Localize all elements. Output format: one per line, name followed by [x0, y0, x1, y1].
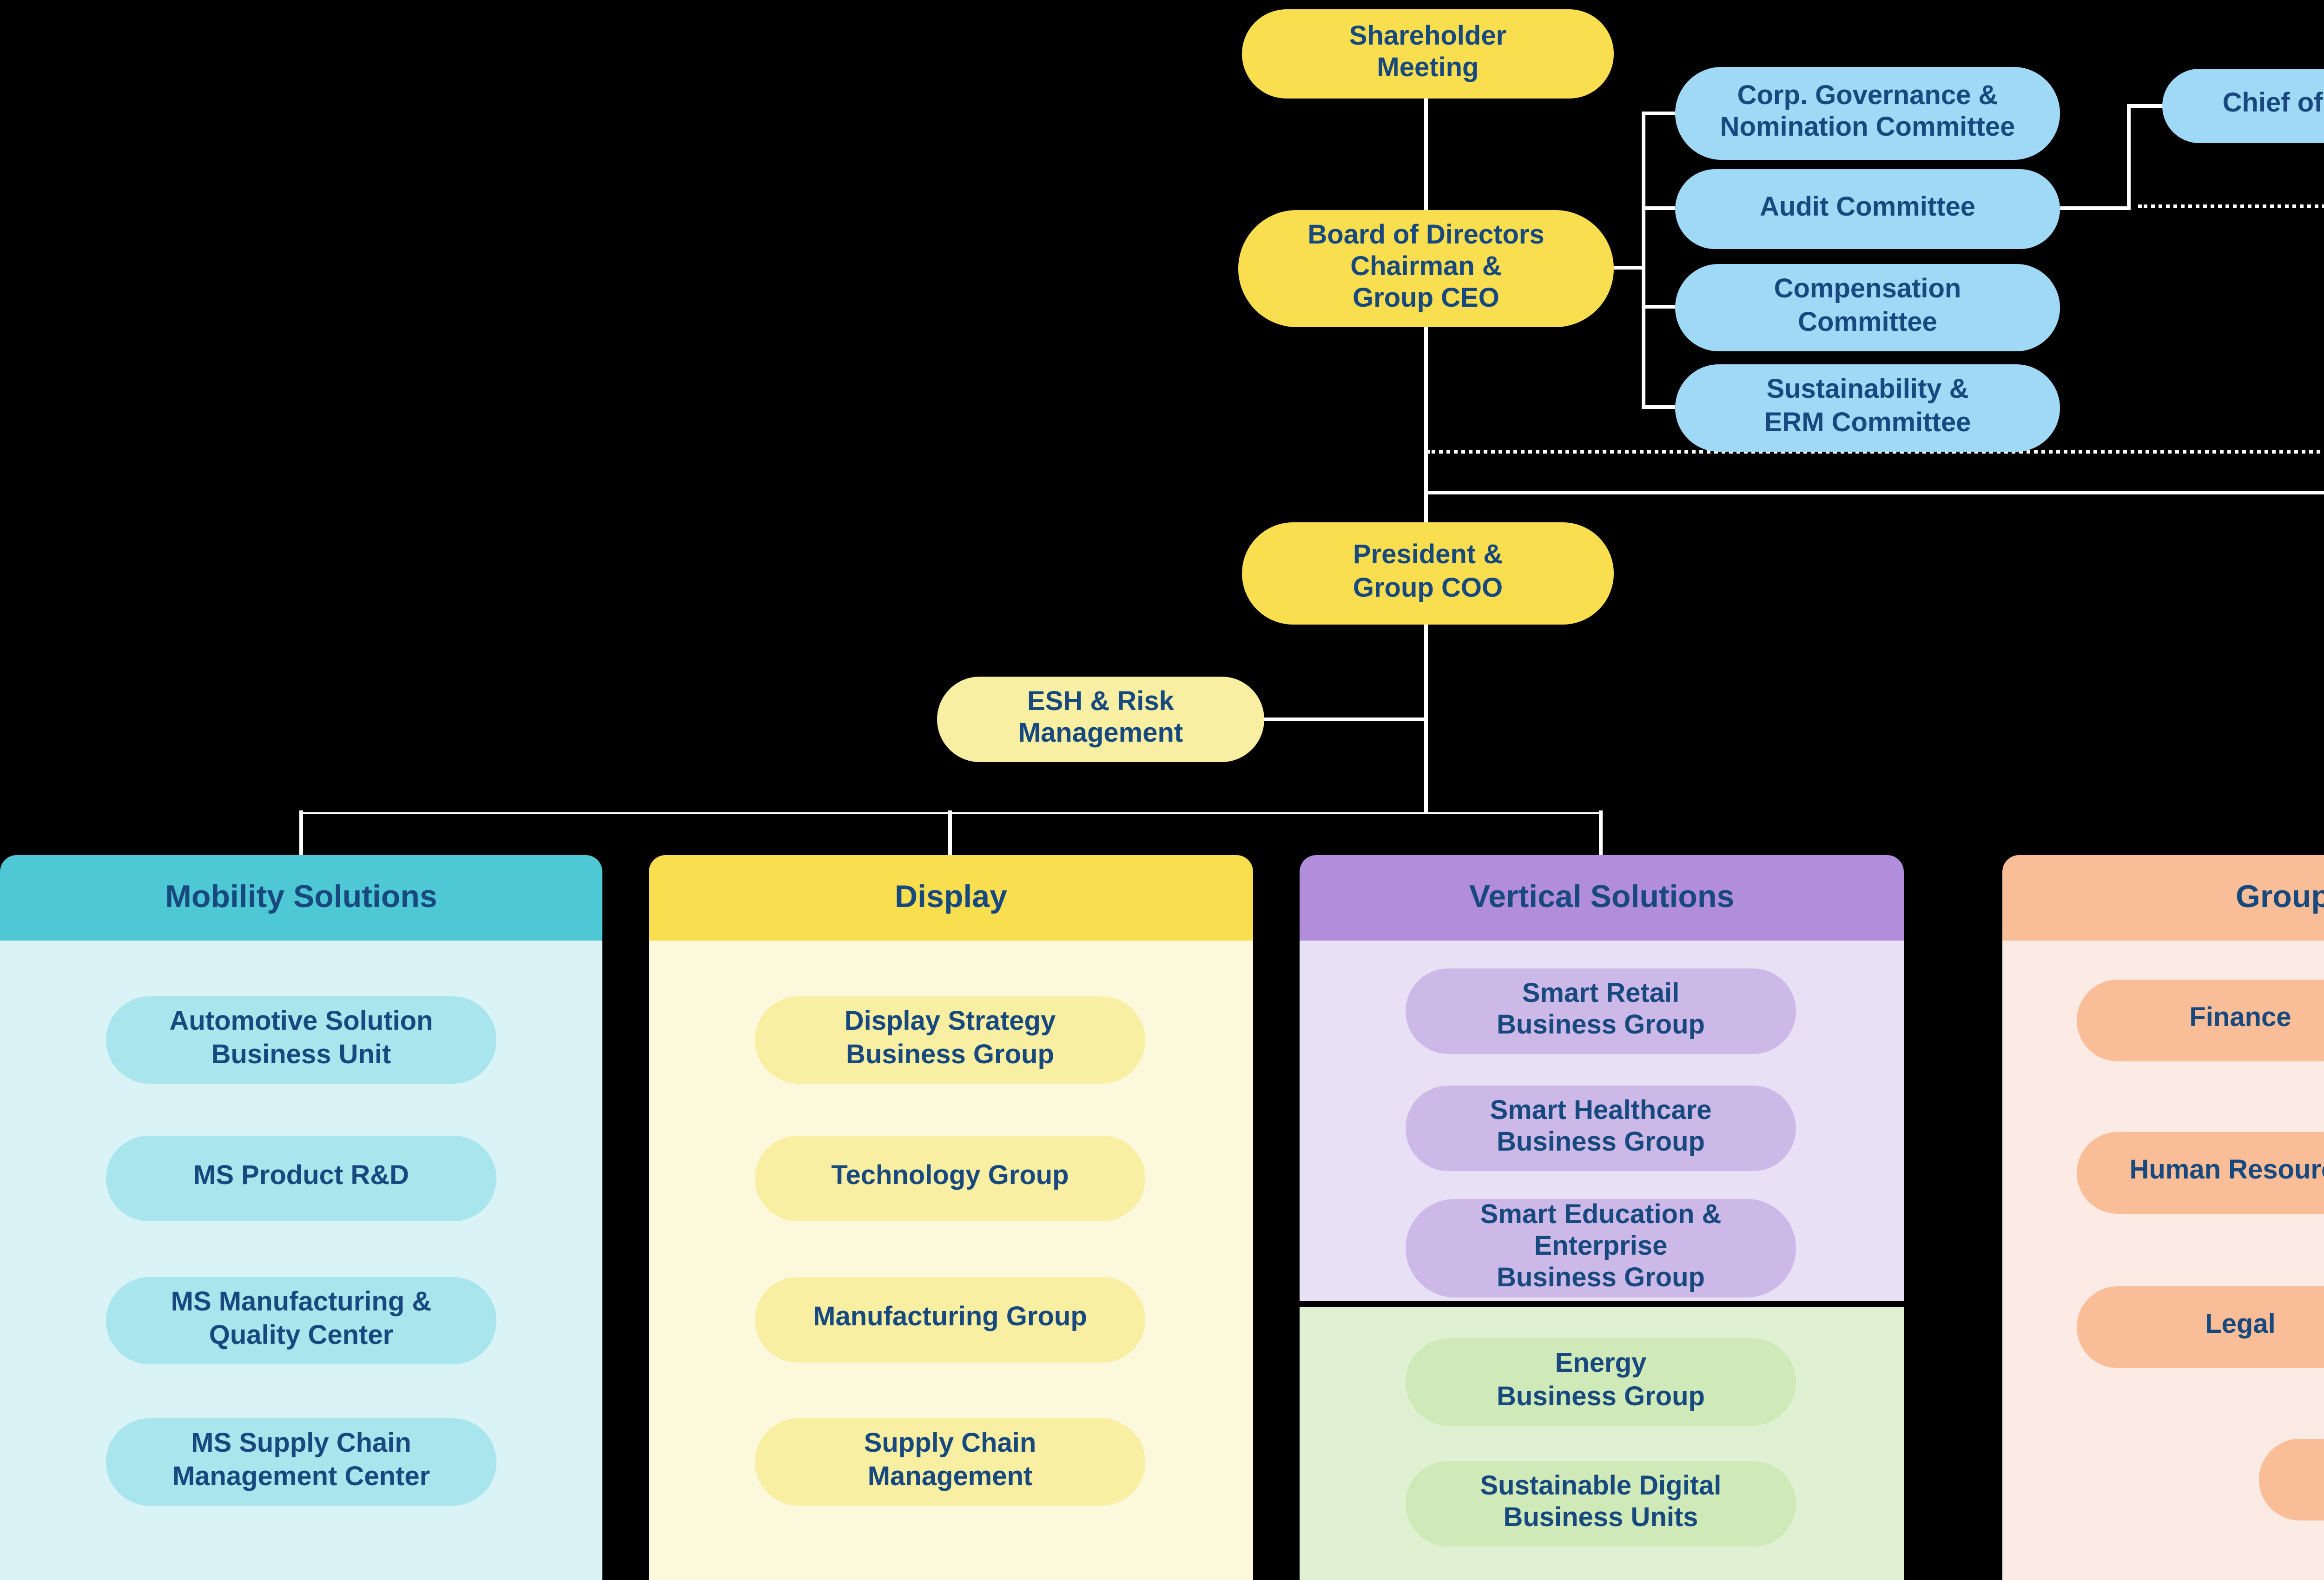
infrastructure-title: Group Infrastructure Unit	[2235, 879, 2324, 915]
node-finance: Finance	[2077, 980, 2324, 1061]
connector-stub-display	[948, 810, 951, 855]
connector-distribution-h	[299, 811, 1603, 814]
dotted-compliance-board	[1426, 450, 2324, 454]
node-sustainability-erm-committee: Sustainability & ERM Committee	[1675, 364, 2060, 452]
node-sustainable-digital-units: Sustainable Digital Business Units	[1406, 1461, 1796, 1547]
node-shareholder-meeting: Shareholder Meeting	[1242, 9, 1614, 99]
infrastructure-header: Group Infrastructure Unit	[2002, 855, 2324, 941]
node-energy-business-group: Energy Business Group	[1406, 1338, 1796, 1426]
connector-committee-stub-1	[1642, 112, 1675, 114]
node-corp-governance-committee: Corp. Governance & Nomination Committee	[1675, 67, 2060, 160]
connector-audit-elbow-h	[2060, 206, 2131, 209]
connector-board-president	[1424, 325, 1427, 524]
node-display-strategy-group: Display Strategy Business Group	[755, 996, 1145, 1084]
connector-elbow-chief	[2127, 104, 2164, 107]
connector-committee-stub-3	[1642, 305, 1675, 308]
node-automotive-solution-bu: Automotive Solution Business Unit	[106, 996, 496, 1084]
connector-stub-vertical	[1599, 810, 1602, 855]
node-auditing: Auditing	[2259, 1439, 2324, 1521]
node-smart-education-enterprise-group: Smart Education & Enterprise Business Gr…	[1406, 1199, 1796, 1297]
connector-stub-mobility	[299, 810, 302, 855]
node-ms-manufacturing-quality: MS Manufacturing & Quality Center	[106, 1277, 496, 1364]
mobility-header: Mobility Solutions	[0, 855, 602, 941]
node-human-resource: Human Resource	[2077, 1132, 2324, 1214]
node-ms-supply-chain: MS Supply Chain Management Center	[106, 1418, 496, 1506]
node-smart-healthcare-group: Smart Healthcare Business Group	[1406, 1086, 1796, 1171]
mobility-title: Mobility Solutions	[165, 879, 437, 915]
node-ms-product-rd: MS Product R&D	[106, 1136, 496, 1221]
display-title: Display	[895, 879, 1007, 915]
node-manufacturing-group: Manufacturing Group	[755, 1277, 1145, 1363]
node-chief-of-compliance: Chief of Compliance	[2162, 69, 2324, 143]
display-header: Display	[649, 855, 1253, 941]
connector-committee-stub-4	[1642, 405, 1675, 408]
vertical-solutions-title: Vertical Solutions	[1469, 879, 1735, 915]
node-technology-group: Technology Group	[755, 1136, 1145, 1221]
node-legal: Legal	[2077, 1286, 2324, 1368]
node-president-coo: President & Group COO	[1242, 522, 1614, 625]
node-compensation-committee: Compensation Committee	[1675, 264, 2060, 351]
vertical-solutions-header: Vertical Solutions	[1300, 855, 1904, 941]
connector-board-committees	[1614, 266, 1644, 269]
connector-committee-bracket	[1642, 112, 1644, 409]
connector-audit-elbow-v	[2127, 104, 2130, 210]
dotted-audit-right	[2138, 204, 2324, 208]
node-smart-retail-group: Smart Retail Business Group	[1406, 968, 1796, 1054]
connector-shareholder-board	[1424, 97, 1427, 212]
connector-esh-president	[1262, 718, 1426, 720]
node-supply-chain-management: Supply Chain Management	[755, 1418, 1145, 1506]
connector-branch-infrastructure-h	[1424, 491, 2324, 494]
node-board-of-directors: Board of Directors Chairman & Group CEO	[1238, 210, 1614, 327]
connector-committee-stub-2	[1642, 206, 1675, 209]
node-audit-committee: Audit Committee	[1675, 169, 2060, 249]
node-esh-risk-management: ESH & Risk Management	[937, 677, 1264, 762]
